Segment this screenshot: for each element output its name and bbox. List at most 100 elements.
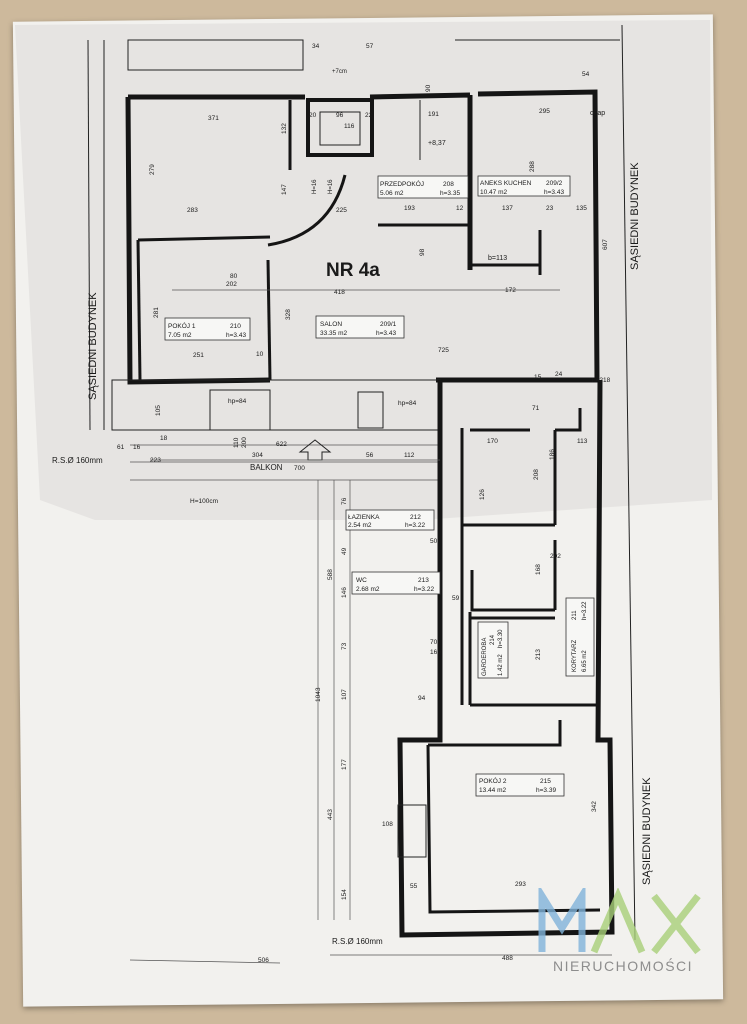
room-no: 211 [572,610,578,620]
room-area: 13.44 m2 [479,787,506,794]
room-height: h=3.30 [498,629,504,648]
dim: 1043 [315,687,322,702]
dim: 94 [418,695,426,702]
balustrade-label: H=100cm [190,498,218,505]
dim: 90 [425,84,432,92]
dim: 488 [502,955,513,962]
dim: 295 [539,108,550,115]
dim: 191 [428,111,439,118]
room-area: 5.06 m2 [380,190,404,197]
box-pokoj2 [475,773,565,797]
neighbor-left: SĄSIEDNI BUDYNEK [87,292,99,400]
curved-wall [267,174,347,247]
h16-label: H=16 [312,179,318,194]
dim: 146 [341,587,348,598]
room-area: 1.42 m2 [498,654,504,676]
dim: 281 [153,307,160,318]
dim: 293 [515,881,526,888]
dim: 371 [208,115,219,122]
box-pokoj1 [164,317,251,341]
dim: 283 [187,207,198,214]
level-label: +8,37 [428,140,446,147]
outer-wall-lower [397,379,615,938]
room-height: h=3.22 [414,586,434,593]
room-name: ANEKS KUCHEN [480,180,532,187]
shaft-inner [319,111,361,146]
dim: 57 [366,43,374,50]
left-boundary [87,39,91,431]
wall-h1 [137,235,271,242]
dim: 80 [230,273,238,280]
dim: 135 [576,205,587,212]
dim: 200 [241,437,248,448]
room-height: h=3.43 [544,189,564,196]
wall-v3 [266,259,272,381]
neighbor-right-top: SĄSIEDNI BUDYNEK [629,162,641,270]
room-no: 210 [230,323,241,330]
wall-lower-inner [426,428,601,914]
dim: 172 [505,287,516,294]
dim: 304 [252,452,263,459]
room-area: 33.35 m2 [320,330,347,337]
shaft [306,98,374,157]
dim: 49 [341,547,348,555]
dim: 137 [502,205,513,212]
room-no: 209/2 [546,180,563,187]
room-height: h=3.43 [376,330,396,337]
box-przedpokoj [377,175,469,199]
dim: 588 [327,569,334,580]
dim: 208 [533,469,540,480]
dim: 16 [133,444,141,451]
logo-subtitle: NIERUCHOMOŚCI [552,958,694,974]
neighbor-right-bottom: SĄSIEDNI BUDYNEK [641,777,653,885]
dim: 107 [341,689,348,700]
room-no: 209/1 [380,321,397,328]
dim-line-e [129,959,281,964]
b113-label: b=113 [488,255,507,262]
room-area: 6.65 m2 [582,650,588,672]
right-boundary [621,24,636,941]
room-name: SALON [320,321,342,328]
dim: 10 [256,351,264,358]
room-name: GARDEROBA [482,638,488,676]
dim: 70 [430,639,438,646]
dim: 56 [366,452,374,459]
room-area: 2.54 m2 [348,522,372,529]
shadow-area [15,20,712,520]
dim: 20 [309,112,317,119]
dim: 61 [117,444,125,451]
dim: 73 [341,642,348,650]
balkon-label: BALKON [250,463,283,472]
door-left [209,389,271,431]
room-name: KORYTARZ [572,640,578,672]
box-wc [351,571,441,595]
dim: 160 [430,649,441,656]
dim: 223 [150,457,161,464]
rso-bottom: R.S.Ø 160mm [332,937,383,946]
h218-label: h=218 [592,377,611,384]
dim: 213 [535,649,542,660]
dim: 59 [452,595,460,602]
room-no: 213 [418,577,429,584]
okap-label: okap [590,110,605,117]
dim: 126 [479,489,486,500]
dim: 55 [410,883,418,890]
dim: 98 [419,248,426,256]
dim: 76 [341,497,348,505]
dim: 23 [546,205,554,212]
dim: 251 [193,352,204,359]
dim: 342 [591,801,598,812]
box-salon [315,315,405,339]
dim: 279 [149,164,156,175]
room-area: 7.05 m2 [168,332,192,339]
dim: 154 [341,889,348,900]
dim: 12 [456,205,464,212]
room-name: POKÓJ 1 [168,321,196,330]
dim: 170 [487,438,498,445]
dim: 54 [582,71,590,78]
hp-label: hp=84 [228,398,247,405]
dim: 22 [365,112,373,119]
room-name: PRZEDPOKÓJ [380,179,424,188]
room-height: h=3.22 [582,601,588,620]
dim: 108 [382,821,393,828]
